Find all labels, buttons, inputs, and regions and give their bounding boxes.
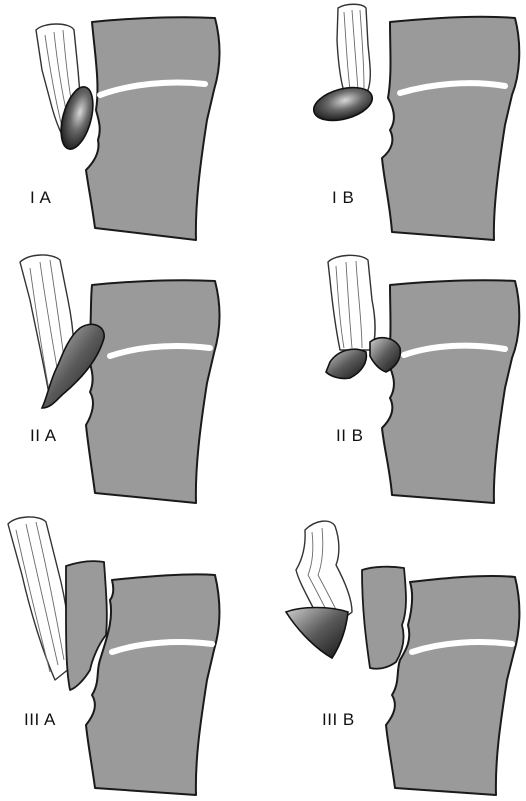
panel-III-A [8,517,219,795]
patellar-tendon [8,517,70,680]
label-II-B: II B [336,426,364,446]
tibia [382,17,519,240]
patellar-tendon [296,521,352,619]
avulsed-fragment [286,608,348,659]
panel-II-B [326,255,519,503]
panel-II-A [20,255,219,503]
tibia [86,17,219,240]
tibia [382,280,519,503]
label-II-A: II A [30,426,57,446]
label-I-A: I A [30,188,51,208]
patellar-tendon [337,4,370,95]
patellar-tendon [328,255,375,350]
label-I-B: I B [332,188,354,208]
panel-III-B [286,521,519,795]
label-III-A: III A [24,710,56,730]
label-III-B: III B [322,710,355,730]
panel-I-A [36,17,219,240]
avulsed-fragment [326,349,366,378]
tubercle-fragment [362,567,406,669]
tibia [86,280,219,503]
